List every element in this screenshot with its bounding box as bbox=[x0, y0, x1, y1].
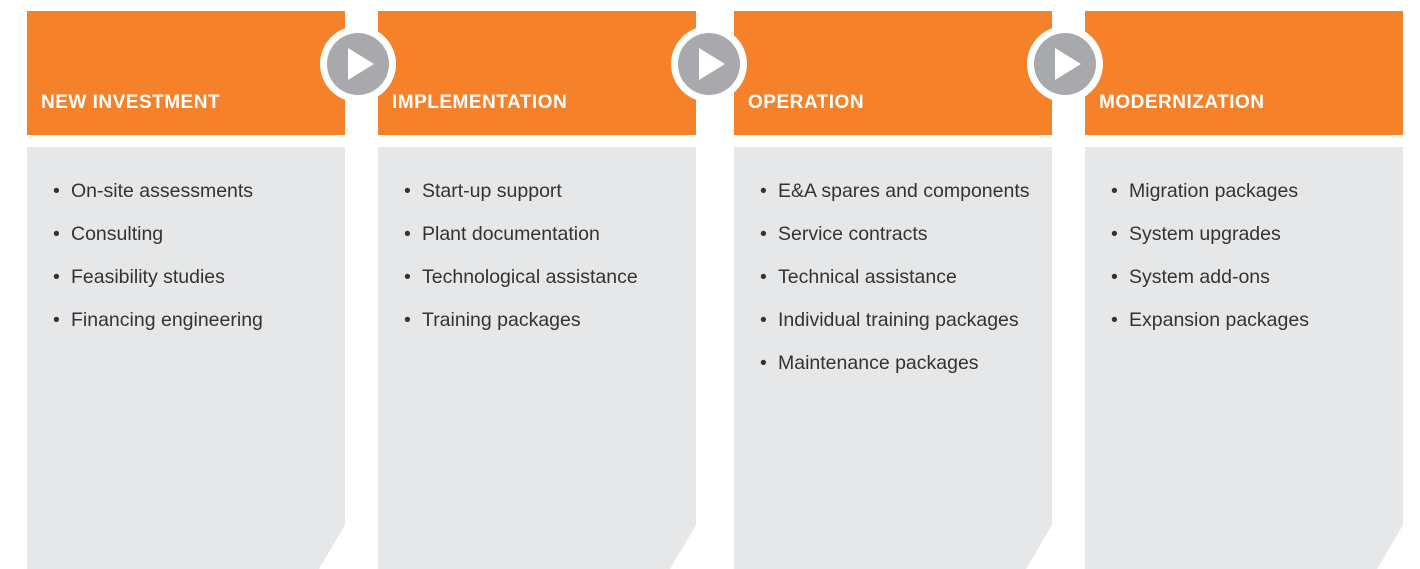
list-item: Training packages bbox=[404, 308, 694, 333]
stage-item-list: Migration packages System upgrades Syste… bbox=[1085, 179, 1401, 351]
stage-header bbox=[734, 11, 1052, 135]
stage-implementation: IMPLEMENTATION Start-up support Plant do… bbox=[378, 11, 696, 569]
list-item: System add-ons bbox=[1111, 265, 1401, 290]
list-item: Maintenance packages bbox=[760, 351, 1050, 376]
play-arrow-icon bbox=[671, 26, 747, 102]
list-item: Technical assistance bbox=[760, 265, 1050, 290]
stage-header bbox=[27, 11, 345, 135]
list-item: System upgrades bbox=[1111, 222, 1401, 247]
list-item: Feasibility studies bbox=[53, 265, 343, 290]
stage-item-list: On-site assessments Consulting Feasibili… bbox=[27, 179, 343, 351]
stage-operation: OPERATION E&A spares and components Serv… bbox=[734, 11, 1052, 569]
list-item: Individual training packages bbox=[760, 308, 1050, 333]
play-arrow-icon bbox=[320, 26, 396, 102]
stage-title: MODERNIZATION bbox=[1099, 92, 1265, 113]
list-item: On-site assessments bbox=[53, 179, 343, 204]
stage-title: OPERATION bbox=[748, 92, 865, 113]
stage-header bbox=[1085, 11, 1403, 135]
list-item: E&A spares and components bbox=[760, 179, 1050, 204]
stage-modernization: MODERNIZATION Migration packages System … bbox=[1085, 11, 1403, 569]
list-item: Plant documentation bbox=[404, 222, 694, 247]
stage-body bbox=[378, 147, 696, 569]
stage-title: IMPLEMENTATION bbox=[392, 92, 568, 113]
list-item: Financing engineering bbox=[53, 308, 343, 333]
stage-body bbox=[27, 147, 345, 569]
list-item: Expansion packages bbox=[1111, 308, 1401, 333]
list-item: Consulting bbox=[53, 222, 343, 247]
stage-item-list: E&A spares and components Service contra… bbox=[734, 179, 1050, 394]
list-item: Technological assistance bbox=[404, 265, 694, 290]
stage-header bbox=[378, 11, 696, 135]
stage-item-list: Start-up support Plant documentation Tec… bbox=[378, 179, 694, 351]
stage-body bbox=[1085, 147, 1403, 569]
play-arrow-icon bbox=[1027, 26, 1103, 102]
stage-title: NEW INVESTMENT bbox=[41, 92, 221, 113]
list-item: Migration packages bbox=[1111, 179, 1401, 204]
list-item: Service contracts bbox=[760, 222, 1050, 247]
list-item: Start-up support bbox=[404, 179, 694, 204]
stage-new-investment: NEW INVESTMENT On-site assessments Consu… bbox=[27, 11, 345, 569]
